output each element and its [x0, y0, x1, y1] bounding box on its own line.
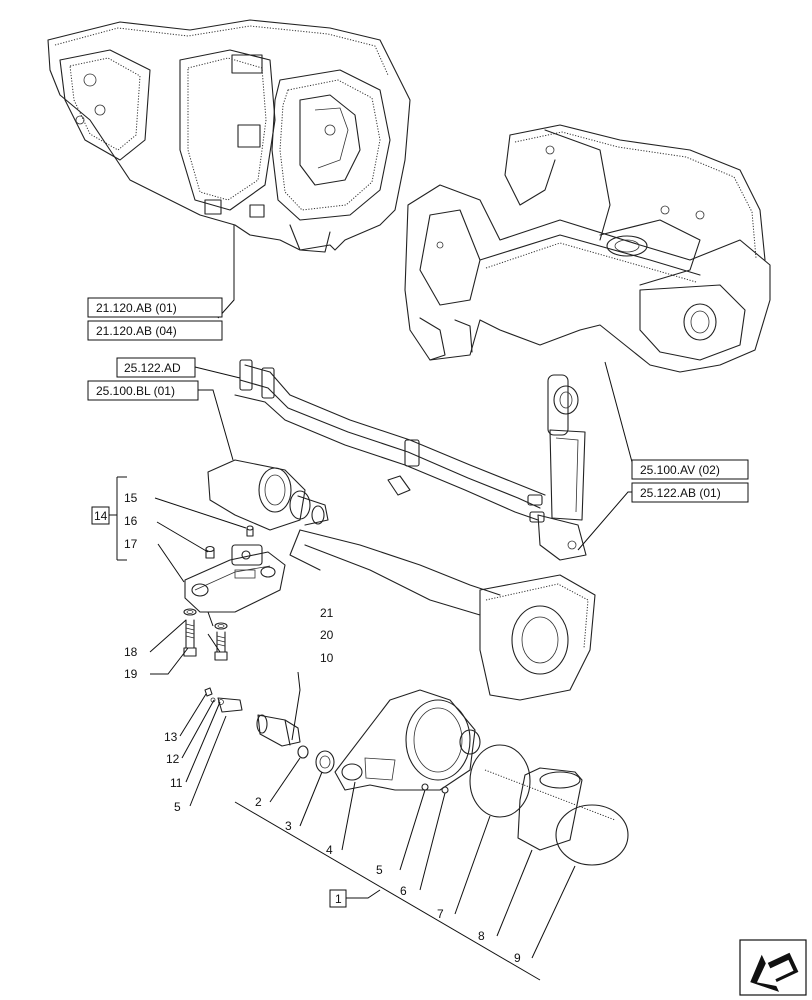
bolts-drawing	[183, 608, 228, 661]
item-16: 16	[124, 514, 138, 528]
item-12: 12	[166, 752, 180, 766]
ref-box-25100av02[interactable]	[631, 459, 749, 480]
item-19: 19	[124, 667, 138, 681]
item-2: 2	[255, 795, 262, 809]
ref-box-25122ad[interactable]	[116, 357, 196, 378]
ref-21120ab04[interactable]: 21.120.AB (04)	[96, 324, 177, 338]
ref-25100bl01[interactable]: 25.100.BL (01)	[96, 384, 175, 398]
item-numbers: 15 16 17 18 19 20 21 10 13 12 11 5 2 3 4…	[124, 491, 521, 965]
item-7: 7	[437, 907, 444, 921]
item-4: 4	[326, 843, 333, 857]
leader-lines	[116, 225, 700, 981]
item-10: 10	[320, 651, 334, 665]
ref-box-25100bl01[interactable]	[87, 380, 199, 401]
ref-box-21120ab04[interactable]	[87, 320, 223, 341]
transmission-housing-drawing	[47, 19, 411, 253]
item-20: 20	[320, 628, 334, 642]
reference-labels[interactable]: 21.120.AB (01) 21.120.AB (04) 25.122.AD …	[87, 297, 749, 503]
ref-25122ad[interactable]: 25.122.AD	[124, 361, 181, 375]
item-18: 18	[124, 645, 138, 659]
item-8: 8	[478, 929, 485, 943]
item-13: 13	[164, 730, 178, 744]
item-21: 21	[320, 606, 334, 620]
ref-21120ab01[interactable]: 21.120.AB (01)	[96, 301, 177, 315]
item-5b: 5	[376, 863, 383, 877]
item-11: 11	[170, 776, 183, 790]
group-labels: 14 1	[91, 476, 381, 908]
item-6: 6	[400, 884, 407, 898]
axle-assembly-drawing	[207, 359, 596, 701]
item-17: 17	[124, 537, 138, 551]
next-page-arrow-icon[interactable]	[739, 939, 807, 1000]
group-label-1: 1	[335, 892, 342, 906]
pivot-support-drawing	[184, 525, 286, 613]
group-label-14: 14	[94, 509, 108, 523]
item-3: 3	[285, 819, 292, 833]
pivot-bracket-drawing	[204, 687, 629, 866]
ref-25100av02[interactable]: 25.100.AV (02)	[640, 463, 720, 477]
front-support-drawing	[404, 124, 771, 373]
ref-box-21120ab01[interactable]	[87, 297, 223, 318]
item-9: 9	[514, 951, 521, 965]
ref-box-25122ab01[interactable]	[631, 482, 749, 503]
ref-25122ab01[interactable]: 25.122.AB (01)	[640, 486, 721, 500]
item-15: 15	[124, 491, 138, 505]
item-5a: 5	[174, 800, 181, 814]
